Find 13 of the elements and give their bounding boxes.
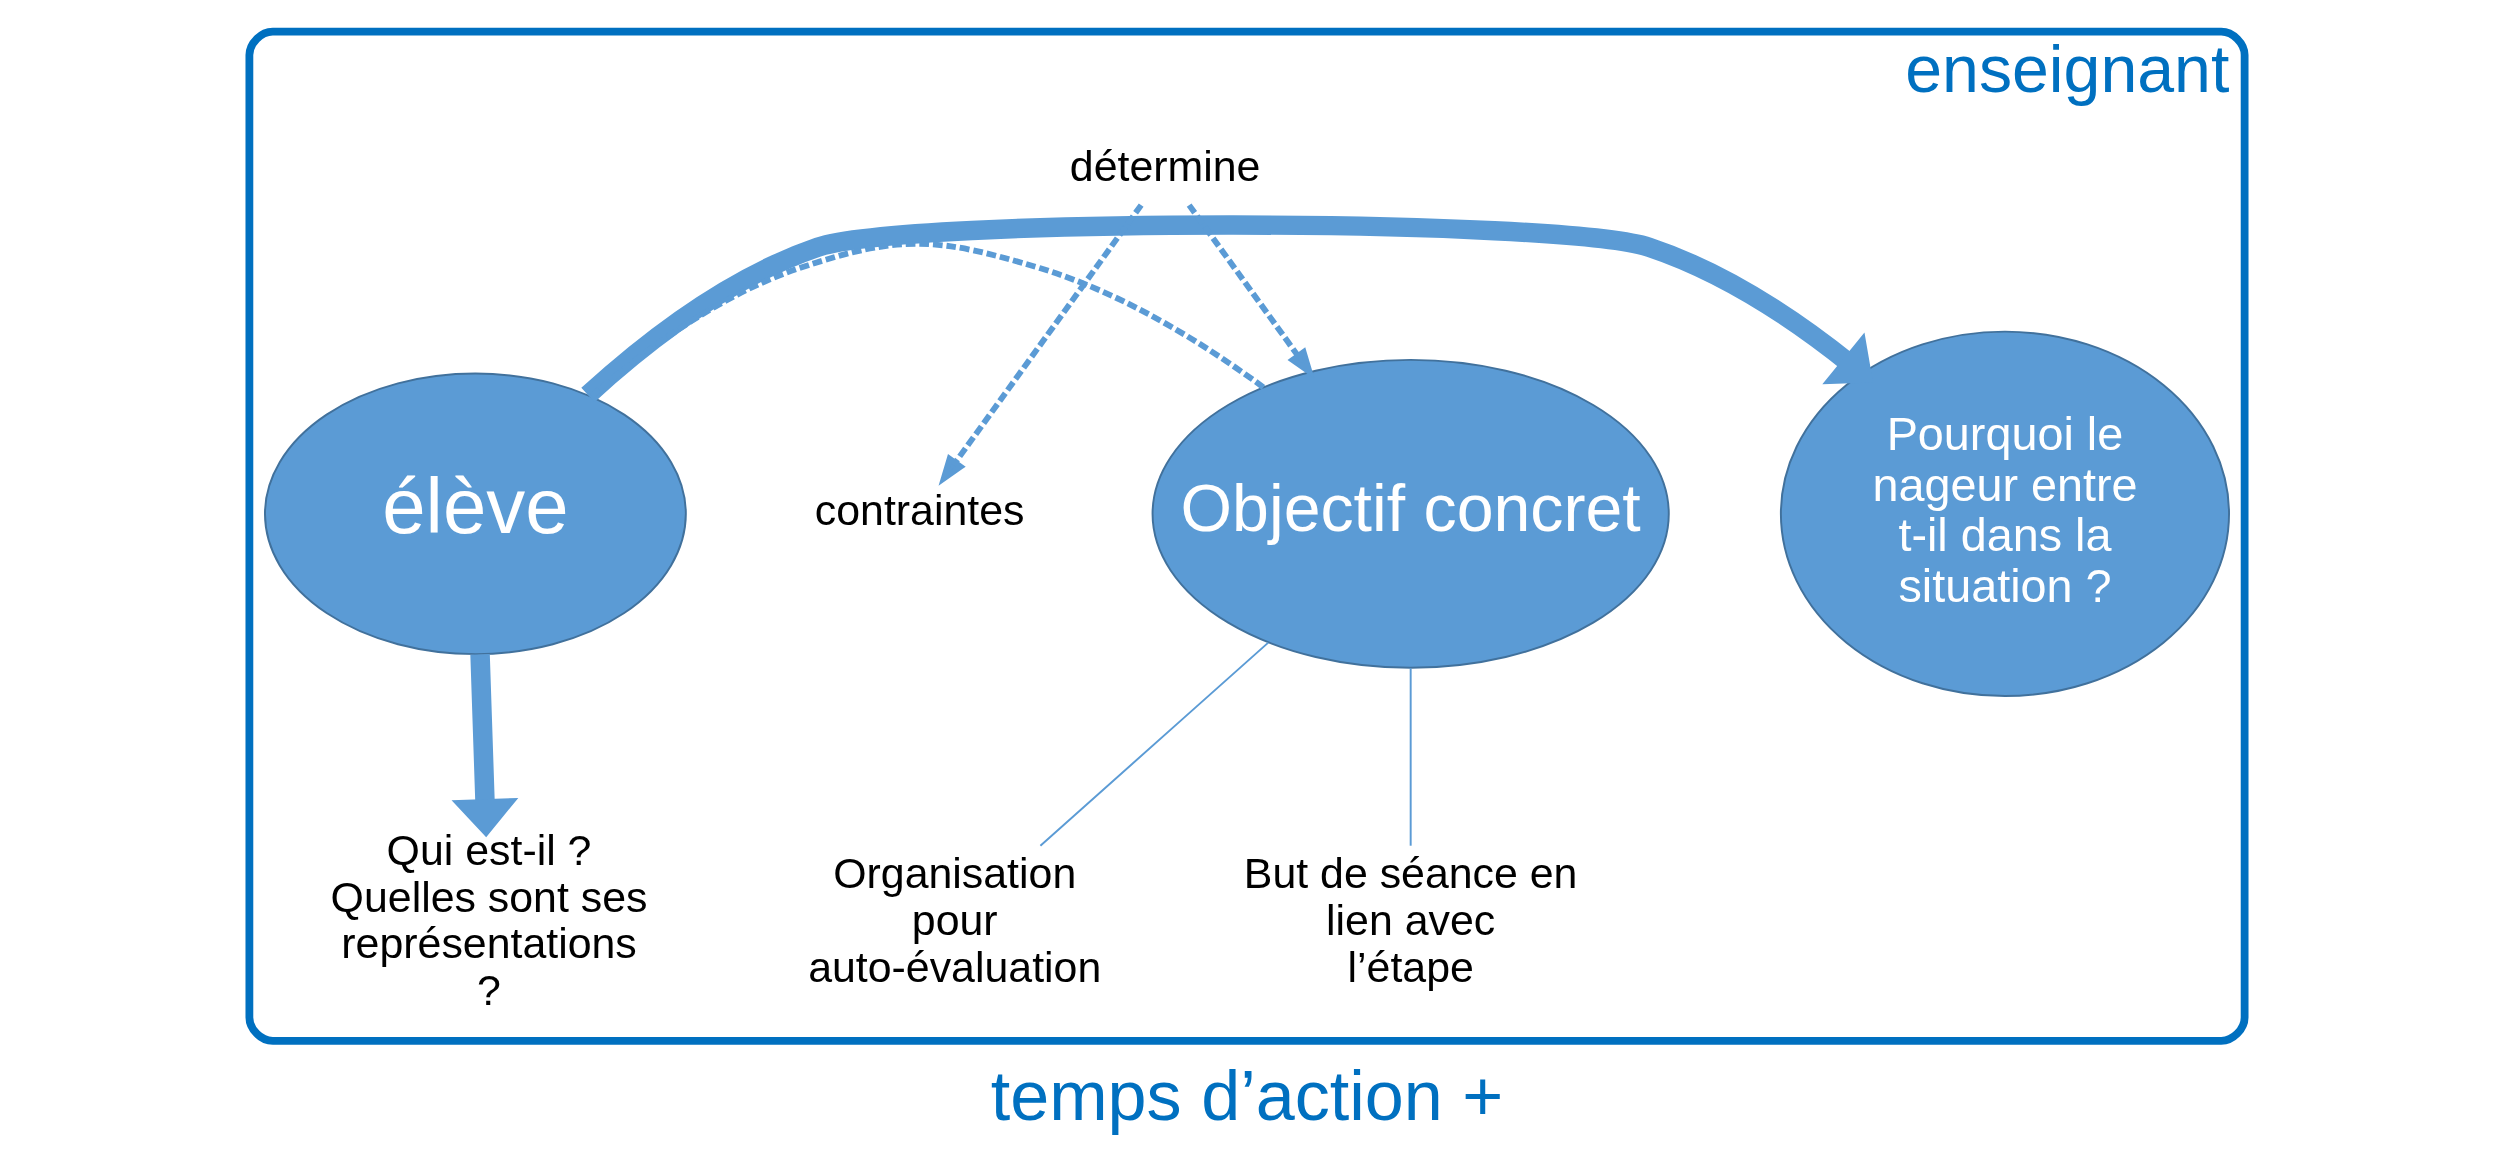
node-ellipse: Objectif concret (1151, 358, 1670, 669)
node-ellipse: élève (263, 372, 687, 656)
arrow (580, 215, 1873, 403)
caption: temps d’action + (990, 1057, 1503, 1136)
node-text: But de séance en lien avec l’étape (1243, 849, 1577, 991)
node-text: contraintes (814, 485, 1024, 534)
connector (1409, 667, 1412, 847)
node-text: Qui est-il ? Quelles sont ses représentations ? (330, 825, 647, 1015)
node-text: détermine (1069, 141, 1260, 190)
arrow (938, 203, 1144, 486)
connector (1038, 641, 1269, 847)
arrow (451, 654, 518, 838)
node-text: Organisation pour auto-évaluation (807, 849, 1101, 991)
